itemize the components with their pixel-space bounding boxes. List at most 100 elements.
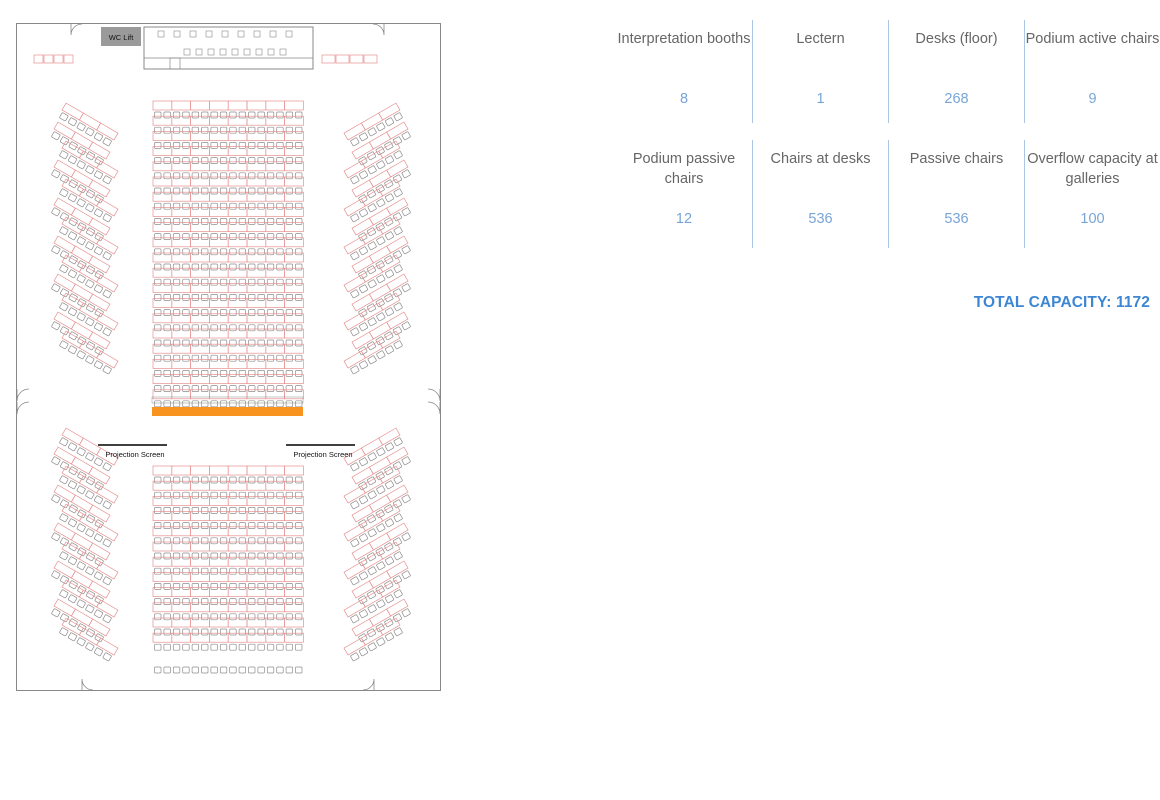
chair bbox=[182, 666, 190, 674]
chair bbox=[210, 491, 218, 499]
angled-row bbox=[351, 197, 411, 242]
desk bbox=[152, 617, 173, 628]
desk bbox=[265, 131, 285, 141]
angled-row bbox=[351, 484, 411, 529]
desk bbox=[246, 100, 267, 111]
chair bbox=[295, 126, 303, 134]
chair bbox=[154, 142, 162, 149]
chair bbox=[285, 126, 293, 134]
chair bbox=[102, 576, 112, 586]
desk bbox=[246, 207, 267, 217]
desk bbox=[284, 465, 304, 476]
chair bbox=[375, 509, 385, 519]
chair bbox=[238, 354, 246, 362]
chair bbox=[276, 598, 284, 605]
chair bbox=[163, 598, 171, 605]
desk bbox=[378, 465, 401, 484]
desk bbox=[78, 627, 102, 646]
chair bbox=[154, 583, 162, 590]
desk bbox=[96, 236, 119, 255]
chair bbox=[182, 218, 190, 225]
chair bbox=[392, 136, 403, 146]
chair bbox=[276, 202, 284, 210]
desk bbox=[227, 496, 248, 506]
chair bbox=[285, 537, 293, 545]
chair bbox=[210, 522, 218, 529]
desk bbox=[152, 328, 173, 339]
desk bbox=[343, 485, 366, 504]
desk bbox=[190, 131, 210, 141]
desk bbox=[152, 252, 173, 263]
chair bbox=[172, 567, 181, 575]
desk bbox=[61, 254, 84, 273]
angled-row bbox=[343, 254, 403, 299]
chair bbox=[191, 263, 199, 271]
desk bbox=[209, 496, 229, 506]
desk bbox=[265, 617, 285, 628]
desk bbox=[209, 587, 229, 597]
door bbox=[16, 388, 30, 402]
chair bbox=[229, 598, 237, 605]
desk bbox=[378, 503, 401, 522]
desk bbox=[209, 161, 229, 172]
chair bbox=[191, 339, 199, 347]
desk bbox=[246, 328, 267, 339]
desk bbox=[246, 115, 267, 126]
desk bbox=[61, 541, 84, 560]
chair bbox=[295, 157, 303, 164]
angled-row bbox=[351, 446, 411, 491]
chair bbox=[393, 437, 403, 447]
chair bbox=[94, 595, 104, 605]
desk bbox=[171, 207, 191, 217]
desk bbox=[386, 598, 409, 617]
desk bbox=[378, 579, 401, 598]
chair bbox=[358, 609, 369, 619]
desk bbox=[360, 264, 384, 283]
chair bbox=[51, 570, 61, 580]
chair bbox=[201, 507, 209, 514]
chair bbox=[229, 202, 237, 210]
chair bbox=[85, 227, 96, 237]
chair bbox=[376, 599, 386, 609]
booth-chair bbox=[267, 48, 275, 56]
chair bbox=[182, 385, 190, 392]
chair bbox=[257, 309, 265, 316]
chair bbox=[67, 594, 78, 604]
angled-row bbox=[343, 330, 403, 375]
desk bbox=[343, 523, 366, 542]
chair bbox=[376, 523, 386, 533]
chair bbox=[182, 628, 190, 636]
desk bbox=[265, 480, 285, 491]
desk bbox=[61, 503, 84, 522]
chair bbox=[295, 142, 303, 149]
chair bbox=[210, 142, 218, 149]
chair bbox=[154, 613, 162, 621]
chair bbox=[384, 504, 394, 514]
desk bbox=[227, 267, 248, 278]
chair bbox=[172, 218, 181, 225]
desk bbox=[190, 602, 210, 613]
chair bbox=[51, 245, 61, 255]
chair bbox=[295, 248, 303, 256]
chair bbox=[182, 613, 190, 621]
angled-row bbox=[59, 427, 119, 472]
chair bbox=[266, 567, 275, 575]
chair bbox=[285, 263, 293, 271]
chair bbox=[191, 233, 199, 240]
desk bbox=[209, 389, 229, 400]
desk bbox=[246, 359, 267, 369]
doors bbox=[16, 23, 441, 691]
chair bbox=[257, 522, 265, 529]
chair bbox=[210, 385, 218, 392]
desk bbox=[152, 222, 173, 232]
chair bbox=[210, 324, 218, 332]
chair bbox=[358, 246, 369, 256]
chair bbox=[182, 400, 190, 408]
desk bbox=[171, 100, 191, 111]
chair bbox=[182, 248, 190, 256]
interpretation-booths-block bbox=[143, 26, 314, 70]
desk bbox=[78, 589, 102, 608]
desk bbox=[209, 572, 229, 582]
chair bbox=[93, 571, 104, 581]
desk bbox=[368, 532, 392, 551]
